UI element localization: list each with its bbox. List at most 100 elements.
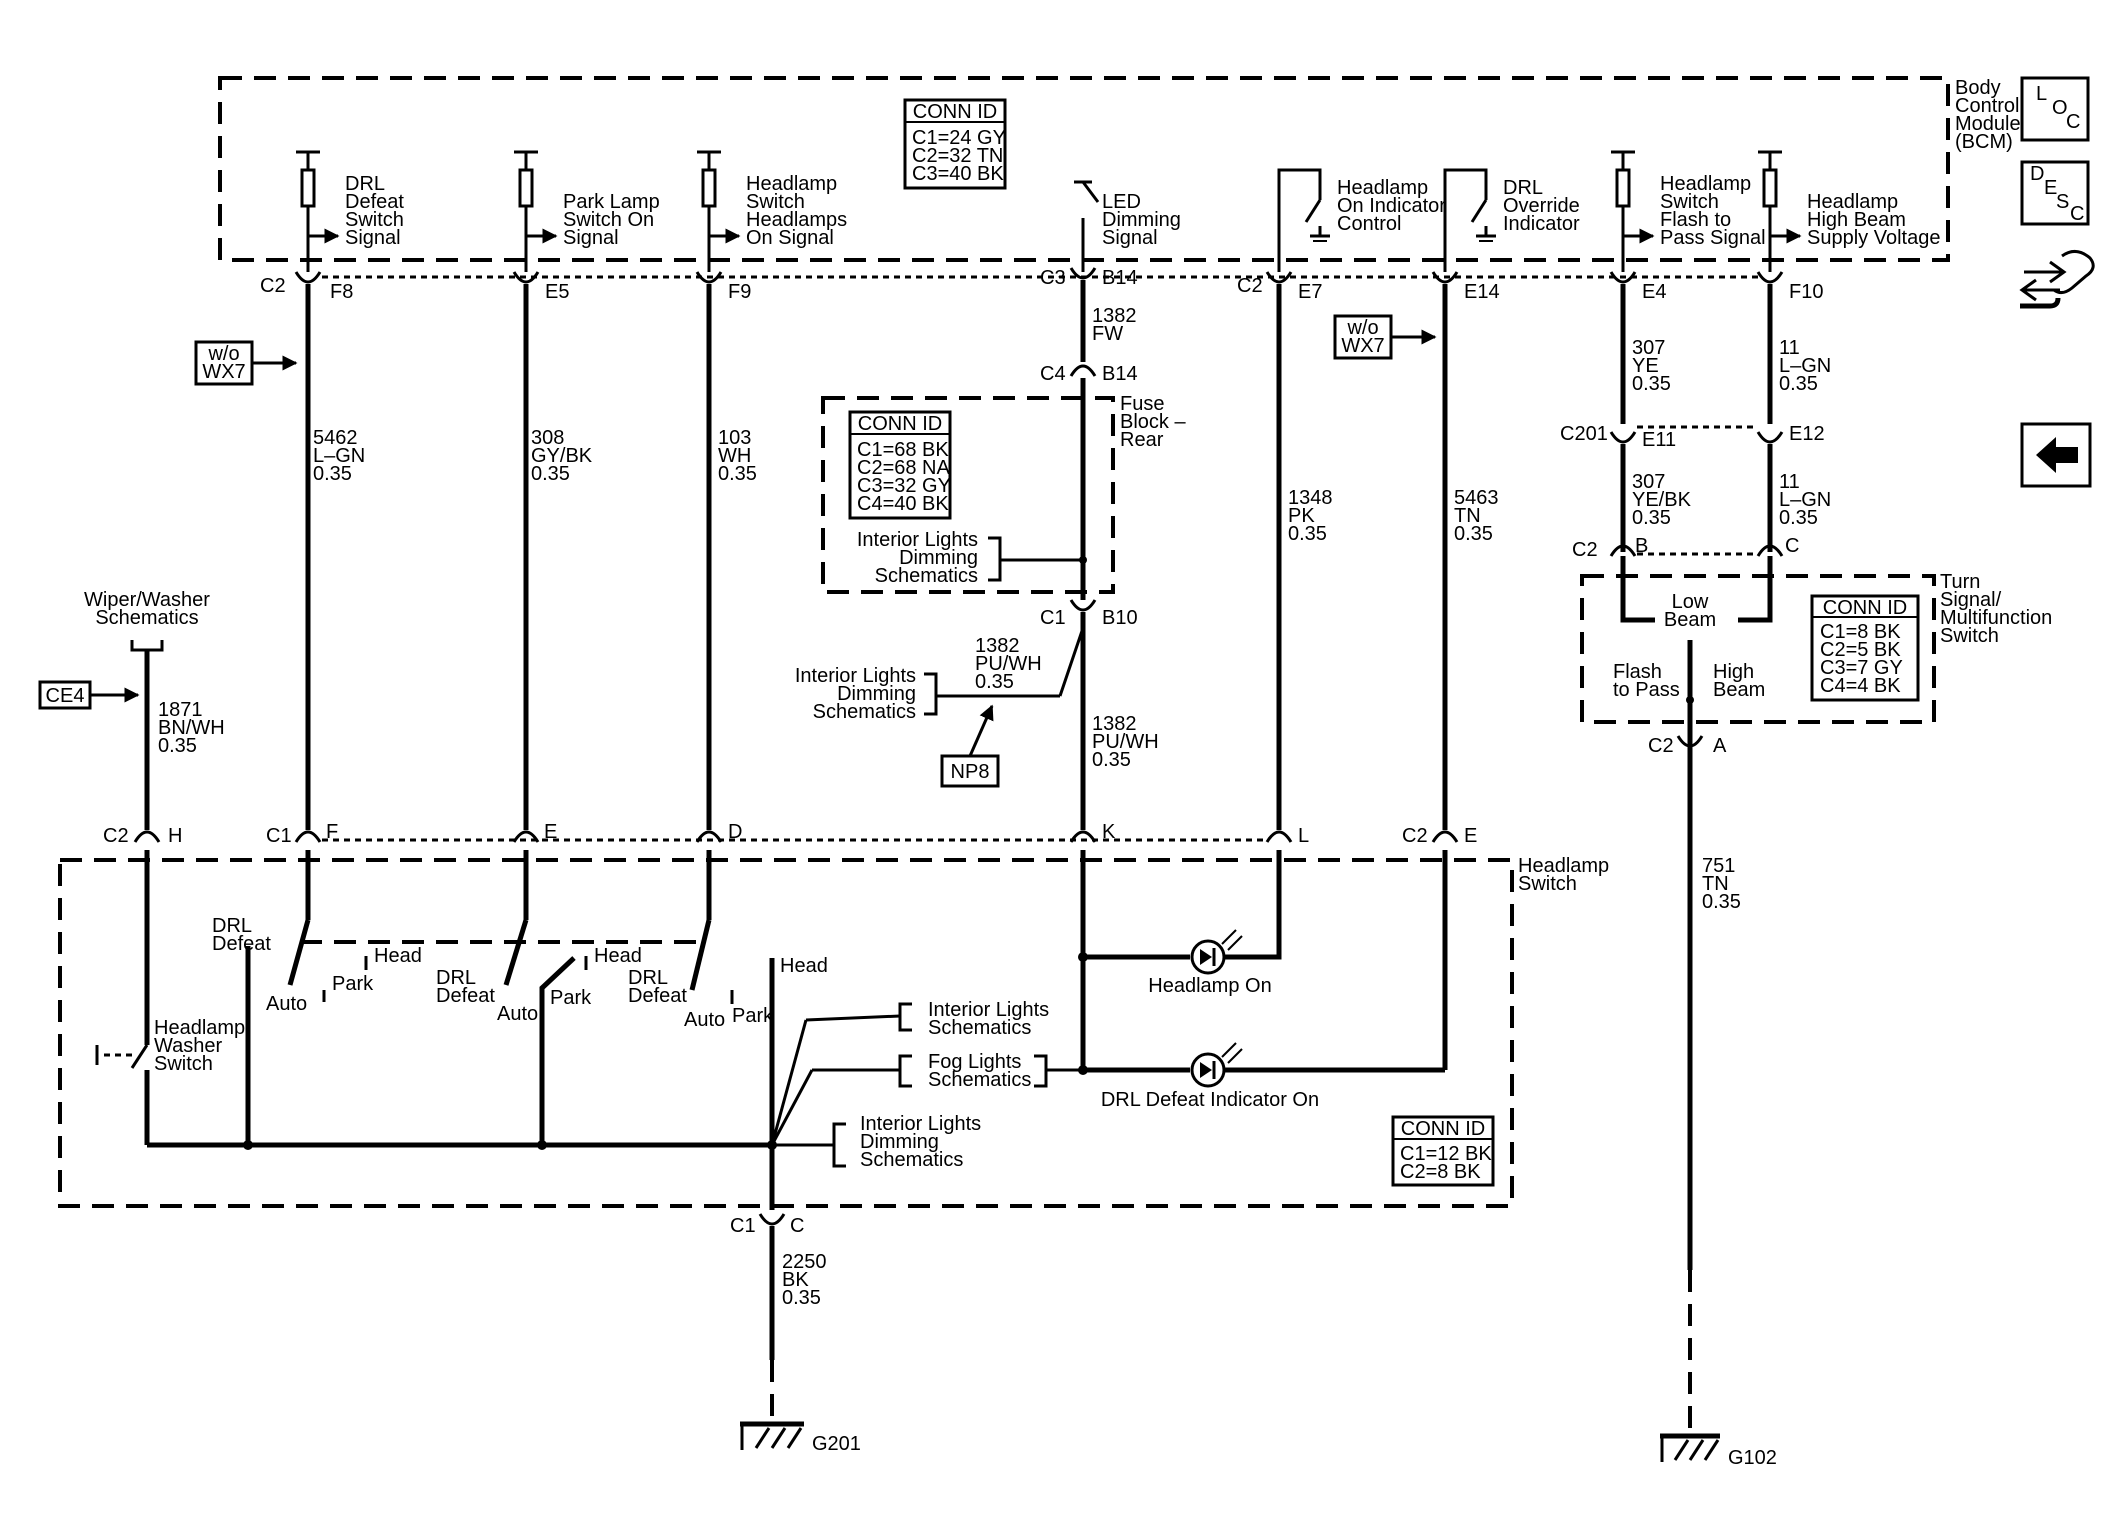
bcm-drl-override-indicator: DRL Override Indicator	[1443, 168, 1580, 272]
svg-text:0.35: 0.35	[313, 463, 352, 485]
svg-text:Defeat: Defeat	[345, 191, 404, 213]
svg-text:Switch: Switch	[1518, 873, 1577, 895]
wrench-arrows-icon[interactable]	[2019, 250, 2095, 309]
svg-text:L–GN: L–GN	[1779, 355, 1831, 377]
svg-text:Beam: Beam	[1664, 609, 1716, 631]
svg-text:C: C	[2066, 111, 2080, 133]
svg-text:Dimming: Dimming	[860, 1131, 939, 1153]
wire-307: 307 YE 0.35 307 YE/BK 0.35	[1609, 284, 1692, 557]
bcm-input-headlamps-on: Headlamp Switch Headlamps On Signal	[697, 150, 847, 272]
wire-1382: 1382 FW C4 B14 C1 B10 1382 PU/WH 0.35	[1040, 280, 1159, 830]
svg-text:DRL: DRL	[436, 967, 476, 989]
svg-text:0.35: 0.35	[531, 463, 570, 485]
svg-text:C4: C4	[1040, 363, 1066, 385]
svg-text:Interior Lights: Interior Lights	[860, 1113, 981, 1135]
svg-text:C2: C2	[1402, 825, 1428, 847]
svg-text:TN: TN	[1454, 505, 1481, 527]
svg-text:WX7: WX7	[202, 361, 245, 383]
turn-signal-label: Turn Signal/ Multifunction Switch	[1940, 571, 2052, 647]
bcm-input-drl-defeat: DRL Defeat Switch Signal	[296, 150, 404, 272]
svg-text:On Signal: On Signal	[746, 227, 834, 249]
svg-text:FW: FW	[1092, 323, 1123, 345]
svg-text:0.35: 0.35	[158, 735, 197, 757]
svg-text:C4=4 BK: C4=4 BK	[1820, 675, 1901, 697]
svg-text:(BCM): (BCM)	[1955, 131, 2013, 153]
conn-id-headlamp-switch: CONN ID C1=12 BK C2=8 BK	[1391, 1115, 1495, 1187]
turn-signal-box	[1580, 574, 1936, 724]
svg-text:Head: Head	[374, 945, 422, 967]
svg-text:Signal: Signal	[345, 227, 401, 249]
svg-text:2250: 2250	[782, 1251, 827, 1273]
svg-text:Park: Park	[732, 1005, 774, 1027]
hs-connectors: C2 H C1 F E D K L C2 E	[103, 821, 1477, 847]
svg-text:Beam: Beam	[1713, 679, 1765, 701]
svg-text:Fog Lights: Fog Lights	[928, 1051, 1021, 1073]
svg-text:Signal: Signal	[563, 227, 619, 249]
svg-text:GY/BK: GY/BK	[531, 445, 593, 467]
svg-text:Defeat: Defeat	[628, 985, 687, 1007]
svg-text:Headlamp: Headlamp	[1518, 855, 1609, 877]
headlamp-switch-box	[58, 858, 1514, 1208]
bcm-led-dimming: LED Dimming Signal	[1074, 180, 1181, 272]
svg-text:C3=7 GY: C3=7 GY	[1820, 657, 1903, 679]
svg-text:w/o: w/o	[207, 343, 239, 365]
svg-text:C3=40 BK: C3=40 BK	[912, 163, 1004, 185]
svg-text:Rear: Rear	[1120, 429, 1164, 451]
wire-5462: 5462 L–GN 0.35	[305, 284, 365, 830]
svg-text:YE/BK: YE/BK	[1632, 489, 1692, 511]
svg-text:K: K	[1102, 821, 1116, 843]
svg-text:0.35: 0.35	[1288, 523, 1327, 545]
ground-g102: G102	[1660, 1433, 1777, 1469]
svg-text:DRL: DRL	[1503, 177, 1543, 199]
ref-np8: NP8	[940, 704, 1000, 788]
svg-text:Low: Low	[1672, 591, 1709, 613]
svg-text:Wiper/Washer: Wiper/Washer	[84, 589, 210, 611]
svg-text:Defeat: Defeat	[212, 933, 271, 955]
svg-text:C: C	[2070, 203, 2084, 225]
svg-text:0.35: 0.35	[1092, 749, 1131, 771]
svg-text:H: H	[168, 825, 182, 847]
svg-text:B10: B10	[1102, 607, 1138, 629]
svg-text:0.35: 0.35	[975, 671, 1014, 693]
svg-text:Dimming: Dimming	[1102, 209, 1181, 231]
svg-text:0.35: 0.35	[1632, 373, 1671, 395]
svg-text:E: E	[544, 821, 557, 843]
svg-text:L: L	[1298, 825, 1309, 847]
svg-text:1382: 1382	[1092, 713, 1137, 735]
svg-text:Headlamp On: Headlamp On	[1148, 975, 1271, 997]
svg-text:Head: Head	[594, 945, 642, 967]
loc-icon[interactable]: L O C	[2020, 76, 2090, 142]
svg-text:11: 11	[1779, 337, 1800, 359]
desc-icon[interactable]: D E S C	[2020, 160, 2090, 226]
svg-text:Switch: Switch	[345, 209, 404, 231]
svg-text:5463: 5463	[1454, 487, 1499, 509]
svg-text:G201: G201	[812, 1433, 861, 1455]
svg-text:C1=68 BK: C1=68 BK	[857, 439, 949, 461]
svg-text:DRL: DRL	[628, 967, 668, 989]
svg-text:CONN ID: CONN ID	[1823, 597, 1907, 619]
svg-text:Switch On: Switch On	[563, 209, 654, 231]
svg-text:Signal/: Signal/	[1940, 589, 2002, 611]
svg-text:B: B	[1635, 535, 1648, 557]
svg-text:0.35: 0.35	[1779, 373, 1818, 395]
svg-text:C2=8 BK: C2=8 BK	[1400, 1161, 1481, 1183]
svg-text:11: 11	[1779, 471, 1800, 493]
svg-text:E: E	[2044, 177, 2057, 199]
svg-text:Interior Lights: Interior Lights	[857, 529, 978, 551]
back-arrow-icon[interactable]	[2020, 422, 2092, 488]
svg-text:WH: WH	[718, 445, 751, 467]
svg-text:Schematics: Schematics	[928, 1017, 1031, 1039]
svg-text:1871: 1871	[158, 699, 203, 721]
svg-text:CONN ID: CONN ID	[913, 101, 997, 123]
svg-text:308: 308	[531, 427, 564, 449]
fuse-block-int-dimming: Interior Lights Dimming Schematics	[857, 529, 1087, 587]
svg-text:C: C	[790, 1215, 804, 1237]
svg-text:Schematics: Schematics	[860, 1149, 963, 1171]
svg-text:0.35: 0.35	[1454, 523, 1493, 545]
svg-text:Fuse: Fuse	[1120, 393, 1164, 415]
svg-text:Signal: Signal	[1102, 227, 1158, 249]
svg-text:307: 307	[1632, 471, 1665, 493]
wire-308: 308 GY/BK 0.35	[523, 284, 593, 830]
svg-text:Switch: Switch	[154, 1053, 213, 1075]
svg-text:Body: Body	[1955, 77, 2001, 99]
